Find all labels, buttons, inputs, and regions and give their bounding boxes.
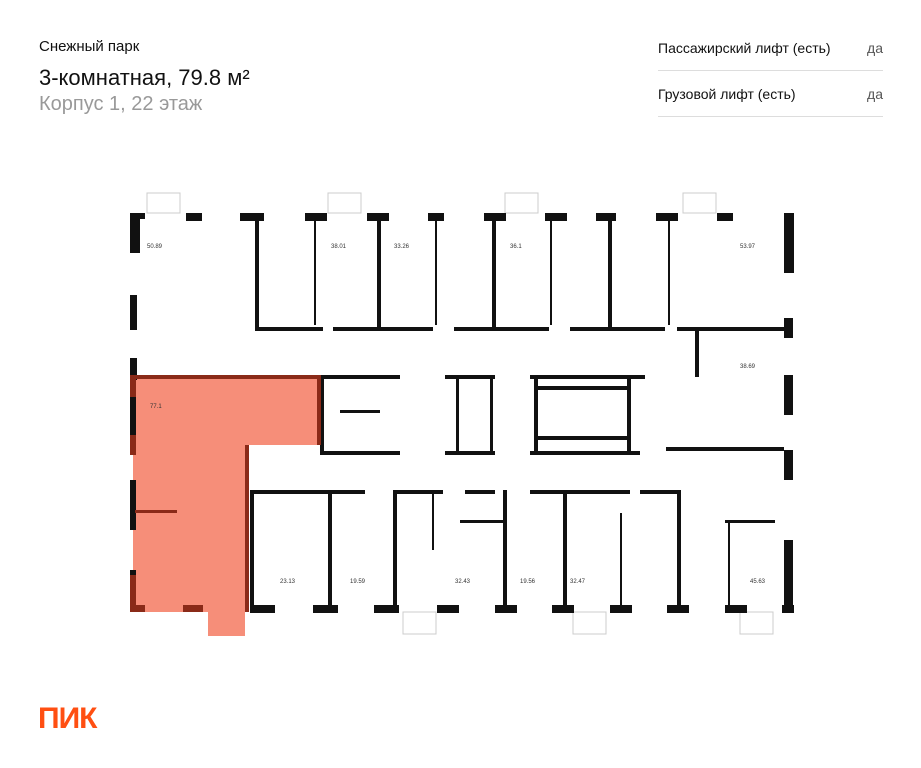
area-label: 53.97 <box>740 244 756 250</box>
area-label: 19.59 <box>350 579 366 585</box>
area-label: 19.56 <box>520 579 536 585</box>
area-label: 45.63 <box>750 579 766 585</box>
area-label: 50.89 <box>147 244 163 250</box>
area-label: 38.69 <box>740 364 756 370</box>
divider <box>658 116 883 117</box>
area-labels: 50.89 38.01 33.26 36.1 53.97 38.69 77.1 … <box>147 244 766 585</box>
project-name: Снежный парк <box>39 38 140 55</box>
area-label: 38.01 <box>331 244 347 250</box>
selected-apartment[interactable] <box>133 375 320 636</box>
pik-logo: ПИК <box>38 702 97 735</box>
feature-value: да <box>867 86 883 102</box>
divider <box>658 70 883 71</box>
area-label: 32.47 <box>570 579 586 585</box>
area-label: 36.1 <box>510 244 522 250</box>
feature-label: Грузовой лифт (есть) <box>658 86 796 102</box>
feature-label: Пассажирский лифт (есть) <box>658 40 831 56</box>
area-label: 32.43 <box>455 579 471 585</box>
apartment-title: 3-комнатная, 79.8 м² <box>39 65 250 90</box>
feature-passenger-lift: Пассажирский лифт (есть) да <box>658 40 883 56</box>
area-label: 33.26 <box>394 244 410 250</box>
area-label: 23.13 <box>280 579 296 585</box>
selected-apartment-walls <box>130 375 321 612</box>
feature-value: да <box>867 40 883 56</box>
area-label: 77.1 <box>150 404 162 410</box>
feature-freight-lift: Грузовой лифт (есть) да <box>658 86 883 102</box>
balconies <box>146 192 774 635</box>
building-floor: Корпус 1, 22 этаж <box>39 93 203 115</box>
